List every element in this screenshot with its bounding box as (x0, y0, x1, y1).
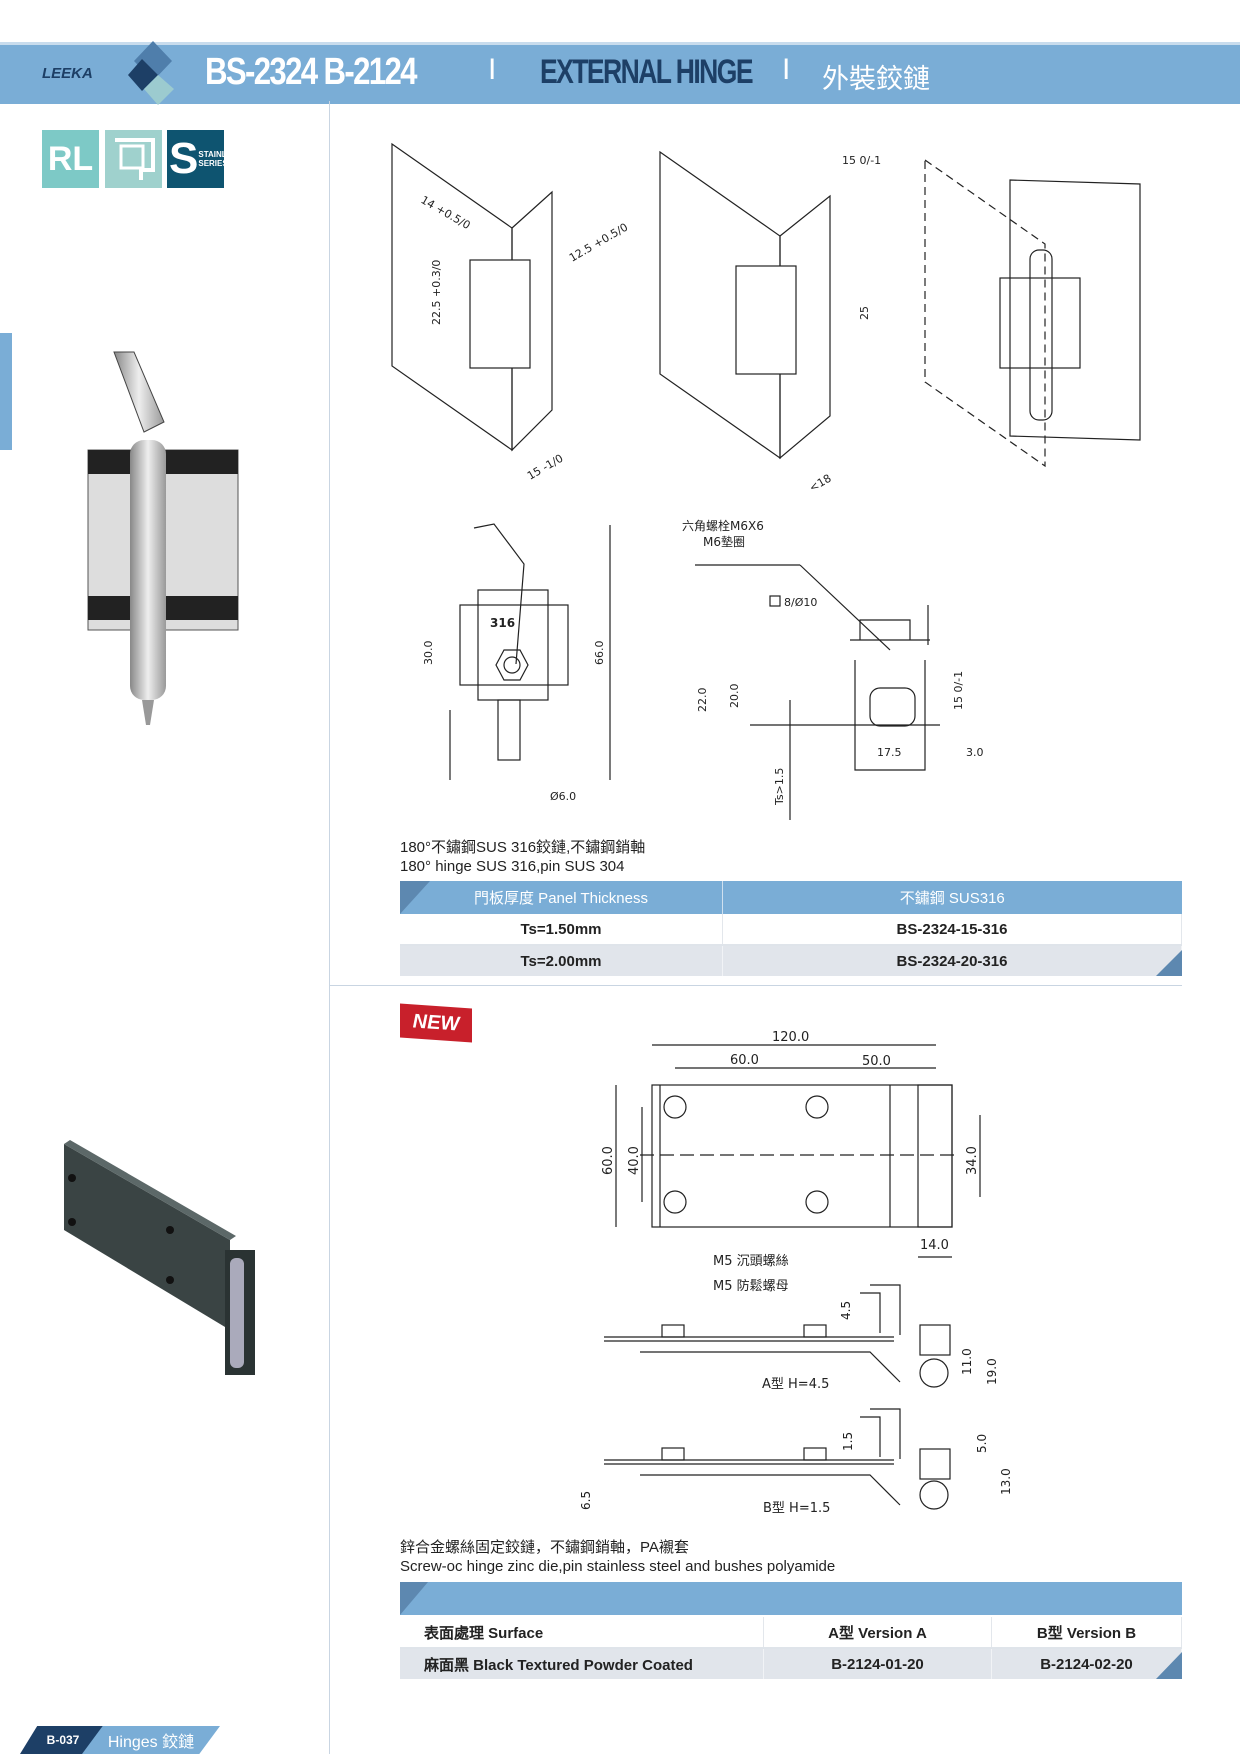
dim-label: 17.5 (877, 746, 902, 759)
brand-logo: LEEKA (42, 65, 93, 82)
header-separator: I (782, 53, 791, 86)
table-header-row: 表面處理 Surface A型 Version A B型 Version B (400, 1617, 1182, 1649)
dim-label: 50.0 (862, 1054, 891, 1069)
dim-label: 15 0/-1 (842, 154, 881, 167)
side-accent-bar (0, 333, 12, 450)
header-cell: B型 Version B (991, 1617, 1182, 1649)
dim-label: 4.5 (839, 1301, 853, 1320)
dim-label: 66.0 (593, 641, 606, 666)
dim-label: 1.5 (841, 1432, 855, 1451)
stainless-series-badge: S STAINLESS SERIES (167, 130, 243, 188)
corner-decoration (400, 1582, 428, 1615)
section-divider (330, 985, 1182, 986)
page-header: LEEKA BS-2324 B-2124 I EXTERNAL HINGE I … (0, 41, 1240, 105)
cell: Ts=2.00mm (400, 945, 723, 976)
dim-label: 30.0 (422, 641, 435, 666)
bs2324-technical-drawing: 14 +0.5/0 12.5 +0.5/0 22.5 +0.3/0 15 -1/… (391, 142, 1141, 820)
table-row: 麻面黑 Black Textured Powder Coated B-2124-… (400, 1648, 1182, 1679)
part-label: 六角螺栓M6X6 (682, 518, 764, 533)
dim-label: 14 +0.5/0 (419, 193, 473, 232)
dim-label: 15 -1/0 (525, 452, 565, 483)
dim-label: 3.0 (966, 746, 984, 759)
cell: BS-2324-20-316 (722, 945, 1182, 976)
corner-decoration (400, 881, 430, 914)
part-label: 8/Ø10 (784, 596, 817, 609)
caption-cn: 鋅合金螺絲固定鉸鏈，不鏽鋼銷軸，PA襯套 (400, 1539, 689, 1556)
dim-label: 120.0 (772, 1030, 809, 1045)
header-cell: 不鏽鋼 SUS316 (899, 890, 1005, 907)
caption-en: 180° hinge SUS 316,pin SUS 304 (400, 858, 625, 875)
caption-cn: 180°不鏽鋼SUS 316鉸鏈,不鏽鋼銷軸 (400, 839, 646, 856)
part-label: M6墊圈 (703, 535, 745, 549)
dim-label: 5.0 (975, 1434, 989, 1453)
table-title-band (400, 1582, 1182, 1615)
stainless-s-letter: S (169, 134, 199, 183)
section1-caption: 180°不鏽鋼SUS 316鉸鏈,不鏽鋼銷軸 180° hinge SUS 31… (400, 838, 645, 876)
dim-label: Ø6.0 (550, 790, 576, 803)
header-cell: A型 Version A (763, 1617, 992, 1649)
version-b-label: B型 H=1.5 (763, 1501, 830, 1516)
dim-label: 14.0 (920, 1238, 949, 1253)
hinge-b2124-photo (64, 1140, 255, 1375)
dim-label: Ts>1.5 (773, 768, 786, 806)
table-header-row: 門板厚度 Panel Thickness 不鏽鋼 SUS316 (400, 881, 1182, 914)
dim-label: 19.0 (985, 1358, 999, 1385)
b2124-technical-drawing: 120.0 60.0 50.0 60.0 40.0 34.0 14.0 M5 沉… (580, 1030, 1013, 1516)
dim-label: 60.0 (601, 1146, 616, 1175)
dim-label: 11.0 (960, 1348, 974, 1375)
stainless-series-label: STAINLESS SERIES (198, 150, 243, 168)
dim-label: 13.0 (999, 1468, 1013, 1495)
dim-label: 25 (858, 306, 871, 320)
dim-label: 22.5 +0.3/0 (430, 260, 443, 325)
header-separator: I (488, 53, 497, 86)
dim-label: 20.0 (728, 684, 741, 709)
dim-label: 40.0 (627, 1146, 642, 1175)
section2-caption: 鋅合金螺絲固定鉸鏈，不鏽鋼銷軸，PA襯套 Screw-oc hinge zinc… (400, 1538, 835, 1576)
dim-label: 22.0 (696, 688, 709, 713)
dim-label: <18 (807, 472, 834, 495)
header-cell: 門板厚度 Panel Thickness (400, 881, 723, 914)
table-row: Ts=1.50mm BS-2324-15-316 (400, 914, 1182, 946)
brand-diamond-icon (128, 41, 174, 105)
corner-decoration (1156, 1652, 1182, 1679)
column-divider (329, 101, 330, 1754)
product-type: EXTERNAL HINGE (540, 53, 754, 91)
caption-en: Screw-oc hinge zinc die,pin stainless st… (400, 1558, 836, 1575)
cell: B-2124-01-20 (763, 1648, 992, 1679)
header-cell: 表面處理 Surface (400, 1617, 764, 1649)
cell: BS-2324-15-316 (722, 914, 1182, 946)
model-numbers: BS-2324 B-2124 (205, 51, 418, 93)
dim-label: 12.5 +0.5/0 (567, 221, 630, 265)
part-label: M5 沉頭螺絲 (713, 1254, 789, 1269)
bs2324-order-table: 門板厚度 Panel Thickness 不鏽鋼 SUS316 Ts=1.50m… (400, 881, 1182, 976)
dim-label: 34.0 (965, 1146, 980, 1175)
mount-type-icon (105, 130, 162, 188)
dim-label: 60.0 (730, 1053, 759, 1068)
cell: Ts=1.50mm (400, 914, 723, 946)
corner-decoration (1156, 950, 1182, 976)
version-a-label: A型 H=4.5 (762, 1377, 829, 1392)
part-label: M5 防鬆螺母 (713, 1278, 789, 1294)
dim-label: 15 0/-1 (952, 671, 965, 710)
footer-section-link[interactable]: Hinges 鉸鏈 (82, 1726, 220, 1754)
product-type-cn: 外裝鉸鏈 (822, 64, 930, 94)
b2124-order-table: 表面處理 Surface A型 Version A B型 Version B 麻… (400, 1582, 1182, 1679)
dim-label: 6.5 (580, 1491, 593, 1510)
material-mark: 316 (490, 616, 515, 630)
rl-badge: RL (42, 130, 99, 188)
hinge-bs2324-photo (87, 351, 239, 725)
cell: 麻面黑 Black Textured Powder Coated (400, 1648, 764, 1679)
table-row: Ts=2.00mm BS-2324-20-316 (400, 945, 1182, 976)
new-badge: NEW (400, 1003, 472, 1043)
cell: B-2124-02-20 (991, 1648, 1182, 1679)
